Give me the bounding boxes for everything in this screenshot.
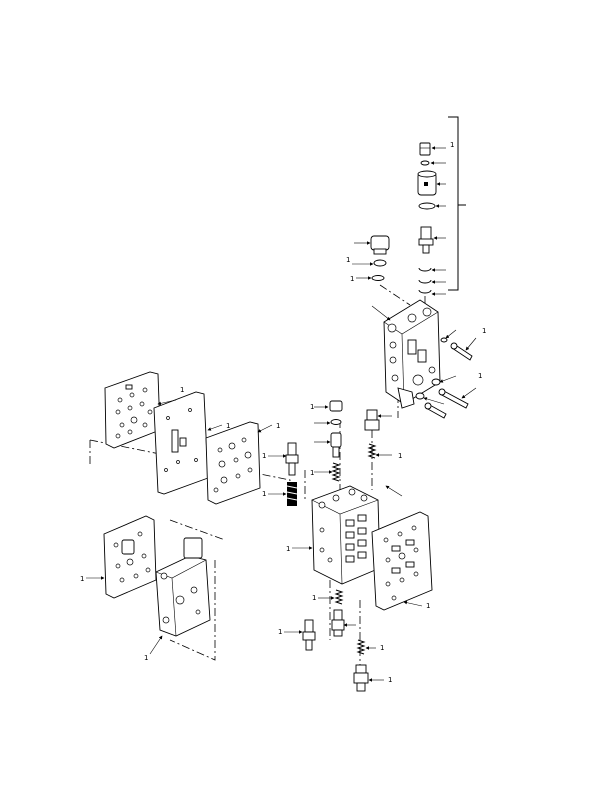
- upper-gasket-left: [104, 371, 161, 449]
- callout: 1: [144, 654, 148, 662]
- spool-valve-e: [302, 619, 316, 651]
- callout: 1: [350, 275, 354, 283]
- callout: 1: [80, 575, 84, 583]
- callout: 1: [262, 490, 266, 498]
- callout: 1: [276, 422, 280, 430]
- callout: 1: [380, 644, 384, 652]
- spring-a: [331, 462, 341, 482]
- spring-b: [286, 482, 298, 506]
- callout: 1: [398, 452, 402, 460]
- solenoid-cap: [417, 170, 437, 196]
- spool-valve-f: [353, 664, 369, 692]
- callout: 1: [262, 452, 266, 460]
- snap-ring: [418, 202, 436, 210]
- transfer-plate-body: [155, 537, 211, 637]
- bolt-upper: [440, 337, 473, 361]
- callout: 1: [450, 141, 454, 149]
- spool-valve-a: [330, 432, 342, 458]
- lower-valve-body: [311, 485, 381, 585]
- spool-valve-b: [285, 442, 299, 476]
- spool-washer: [330, 419, 342, 425]
- callout: 1: [180, 386, 184, 394]
- kit-bracket: [448, 116, 466, 291]
- lower-gasket-right: [371, 511, 433, 611]
- callout: 1: [278, 628, 282, 636]
- callout: 1: [426, 602, 430, 610]
- spring-e: [356, 639, 366, 655]
- separator-plate: [153, 391, 209, 495]
- cap-washer: [371, 275, 385, 281]
- callout: 1: [312, 594, 316, 602]
- callout: 1: [286, 545, 290, 553]
- spring-c: [367, 443, 377, 459]
- plug-fitting: [419, 142, 431, 156]
- spool-valve-c: [364, 409, 380, 431]
- cap-ring: [373, 259, 387, 267]
- small-washer: [420, 160, 430, 166]
- spool-valve-d: [331, 609, 345, 637]
- callout: 1: [226, 422, 230, 430]
- upper-gasket-right: [205, 421, 261, 505]
- bolt-lower: [431, 378, 469, 409]
- callout: 1: [346, 256, 350, 264]
- callout-labels: 1 1 1 1 1 1 1 1 1 1 1 1 1 1 1 1 1 1 1 1 …: [80, 141, 486, 684]
- spool-cap-small: [329, 400, 343, 412]
- o-ring-stack: [418, 267, 432, 294]
- valve-spool-top: [418, 226, 434, 254]
- callout: 1: [482, 327, 486, 335]
- callout: 1: [478, 372, 482, 380]
- upper-valve-body: [383, 299, 441, 409]
- pressure-cap: [370, 235, 390, 255]
- callout: 1: [310, 469, 314, 477]
- spring-d: [334, 589, 344, 605]
- callout: 1: [388, 676, 392, 684]
- leader-lines: [86, 146, 477, 682]
- lower-gasket-left: [103, 515, 157, 599]
- bolt-small: [415, 392, 447, 419]
- callout: 1: [310, 403, 314, 411]
